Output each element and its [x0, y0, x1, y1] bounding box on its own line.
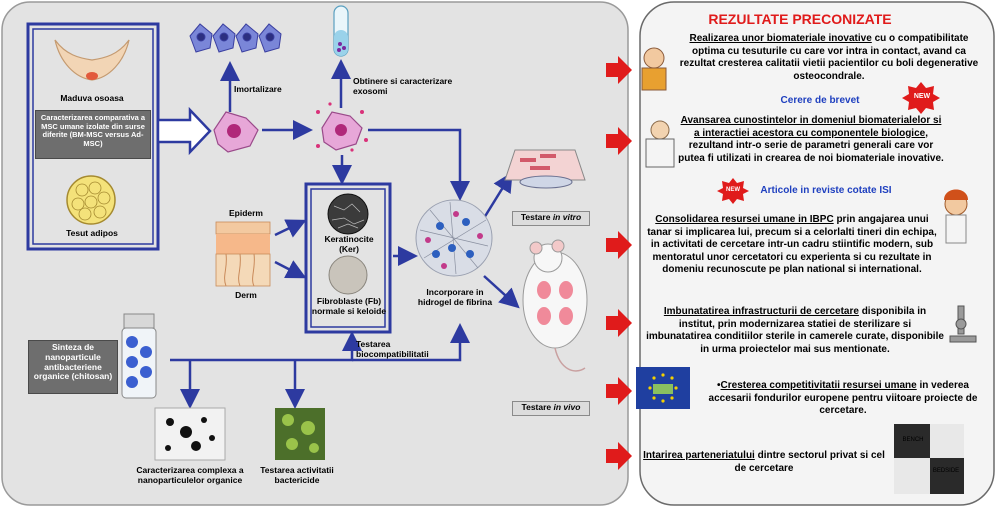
red-arrow-5: [606, 377, 632, 405]
nanoparticle-image: [154, 407, 226, 461]
mouse-illustration: [522, 239, 588, 372]
fibroblast-image: [328, 255, 368, 295]
exosomes-label: Obtinere si caracterizare exosomi: [353, 76, 453, 96]
eu-flag-icon: [636, 367, 690, 409]
adipose-illustration: [66, 175, 116, 225]
fibrin-hydrogel-label: Incorporare in hidrogel de fibrina: [417, 287, 493, 307]
biocompatibility-label: Testarea biocompatibilitatii: [356, 339, 429, 359]
professor-icon: [641, 47, 667, 91]
red-arrow-6: [606, 442, 632, 470]
arrow-biocompat-hydrogel: [352, 323, 470, 362]
new-badge-1-text: NEW: [913, 93, 931, 100]
big-hollow-arrow: [156, 106, 212, 156]
epiderm-label: Epiderm: [228, 208, 263, 218]
derm-label: Derm: [235, 290, 257, 300]
result-1: Realizarea unor biomateriale inovative c…: [679, 33, 979, 82]
keratinocyte-image: [327, 193, 369, 235]
red-arrow-3: [606, 231, 632, 259]
scientist-icon: [645, 120, 675, 168]
result-2: Avansarea cunostintelor in domeniul biom…: [678, 115, 944, 164]
petri-dish-illustration: [504, 149, 586, 189]
arrow-derm: [274, 260, 307, 279]
bone-marrow-label: Maduva osoasa: [60, 93, 124, 103]
exosome-cell: [316, 102, 368, 152]
skin-illustration: [215, 221, 271, 287]
red-arrow-4: [606, 309, 632, 337]
bacteria-image: [275, 408, 325, 460]
in-vitro-label: Testare in vitro: [512, 211, 590, 226]
hydrogel-illustration: [415, 199, 493, 277]
red-arrow-2: [606, 127, 632, 155]
bactericide-label: Testarea activitatii bactericide: [260, 465, 334, 485]
new-badge-2: [717, 178, 749, 204]
new-badge-1: [902, 82, 940, 114]
comparative-characterization-box: Caracterizarea comparativa a MSC umane i…: [35, 110, 151, 159]
results-title: REZULTATE PRECONIZATE: [708, 11, 892, 27]
pelvis-illustration: [54, 39, 130, 81]
logo-bedside-text: BEDSIDE: [932, 468, 960, 474]
source-frame-inner: [32, 28, 154, 245]
skin-cells-frame-inner: [310, 188, 386, 328]
red-arrow-1: [606, 56, 632, 84]
result-5: •Cresterea competitivitatii resursei uma…: [708, 380, 978, 416]
arrow-to-hydrogel: [368, 128, 470, 201]
arrow-in-vivo: [483, 275, 520, 309]
right-panel: [639, 1, 995, 506]
microscope-icon: [949, 305, 977, 343]
test-tube: [333, 5, 349, 57]
bench-bedside-logo: [894, 424, 964, 494]
result-6: Intarirea parteneriatului dintre sectoru…: [643, 450, 885, 474]
vial-illustration: [121, 313, 157, 399]
result-3: Consolidarea resursei umane in IBPC prin…: [647, 214, 937, 275]
nanoparticle-synthesis-box: Sinteza de nanoparticule antibacteriene …: [28, 340, 118, 394]
in-vivo-label: Testare in vivo: [512, 401, 590, 416]
arrow-epiderm: [274, 219, 307, 238]
new-badge-2-text: NEW: [726, 187, 740, 193]
nanoparticle-characterization-label: Caracterizarea complexa a nanoparticulel…: [136, 465, 244, 485]
immortalized-cells: [189, 23, 282, 53]
immortalization-label: Imortalizare: [234, 84, 282, 94]
logo-bench-text: BENCH: [902, 437, 924, 443]
result-4: Imbunatatirea infrastructurii de cerceta…: [646, 306, 944, 355]
girl-scientist-icon: [944, 189, 968, 244]
fibroblasts-label: Fibroblaste (Fb) normale si keloide: [311, 296, 387, 316]
keratinocytes-label: Keratinocite (Ker): [324, 234, 374, 254]
patent-application-label: Cerere de brevet: [780, 95, 860, 106]
msc-cell: [213, 111, 259, 153]
arrow-in-vitro: [482, 171, 513, 219]
adipose-label: Tesut adipos: [66, 228, 118, 238]
isi-articles-label: Articole in reviste cotate ISI: [760, 185, 892, 196]
